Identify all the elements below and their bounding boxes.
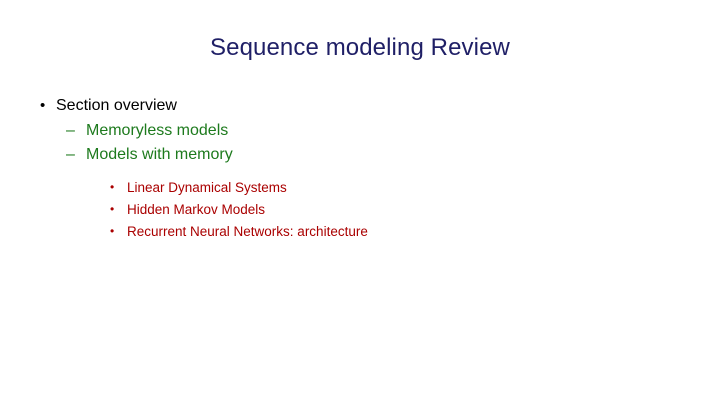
list-item: – Models with memory xyxy=(66,144,694,166)
list-item: • Recurrent Neural Networks: architectur… xyxy=(110,222,694,241)
list-item: – Memoryless models xyxy=(66,120,694,142)
page-title: Sequence modeling Review xyxy=(210,34,510,61)
list-item-label: Linear Dynamical Systems xyxy=(127,180,287,195)
bullet-marker-level3: • xyxy=(110,224,115,238)
slide-body: • Section overview – Memoryless models –… xyxy=(34,96,694,244)
list-item: • Hidden Markov Models xyxy=(110,200,694,219)
bullet-marker-level3: • xyxy=(110,180,115,194)
bullet-marker-level2: – xyxy=(66,122,75,139)
bullet-marker-level2: – xyxy=(66,146,75,163)
list-item-label: Memoryless models xyxy=(86,122,229,139)
bullet-marker-level1: • xyxy=(40,97,46,114)
list-item-label: Hidden Markov Models xyxy=(127,202,266,217)
spacer xyxy=(34,168,694,178)
list-item-label: Recurrent Neural Networks: architecture xyxy=(127,224,368,239)
bullet-marker-level3: • xyxy=(110,202,115,216)
list-item-label: Section overview xyxy=(56,97,177,114)
list-item-label: Models with memory xyxy=(86,146,233,163)
list-item: • Section overview xyxy=(34,96,694,116)
list-item: • Linear Dynamical Systems xyxy=(110,178,694,197)
